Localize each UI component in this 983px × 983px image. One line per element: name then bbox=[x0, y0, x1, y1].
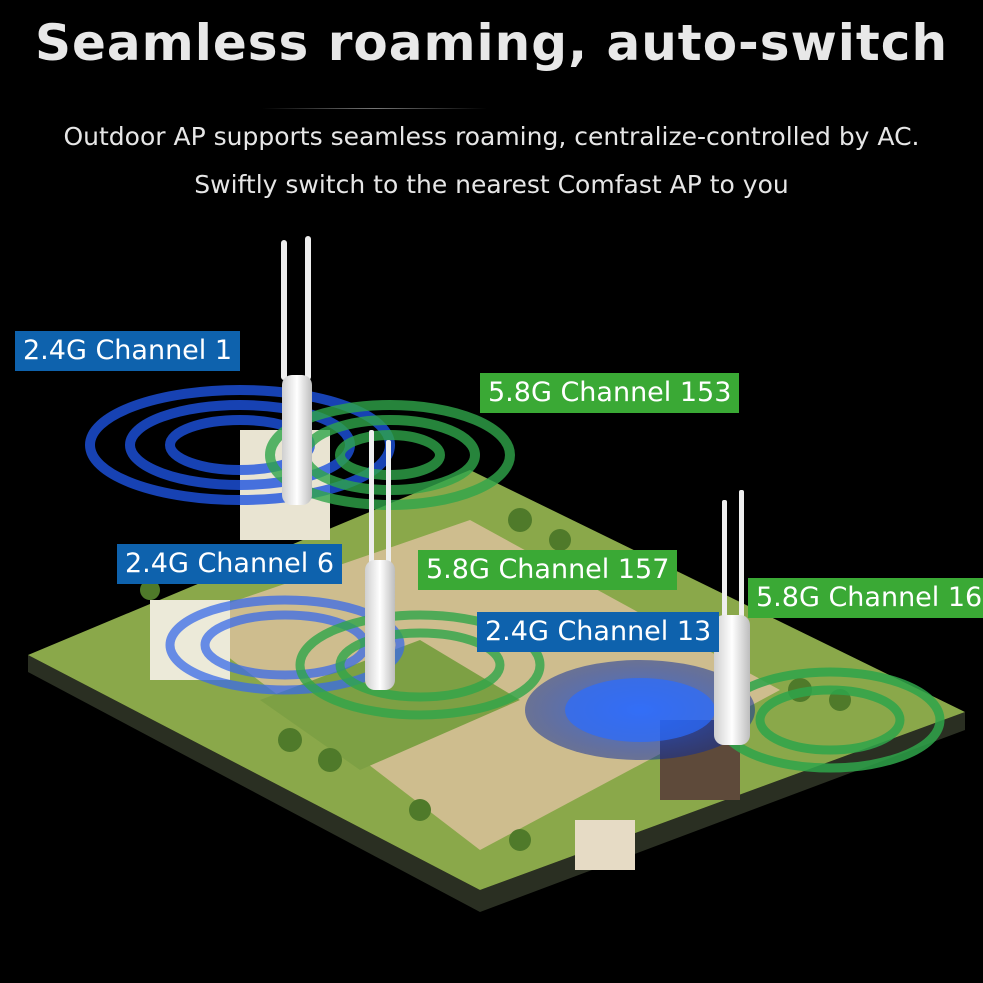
title-divider bbox=[262, 108, 487, 109]
channel-label-5-8g-ch161: 5.8G Channel 161 bbox=[748, 578, 983, 618]
subtitle-line-1: Outdoor AP supports seamless roaming, ce… bbox=[63, 122, 920, 151]
channel-label-2-4g-ch13: 2.4G Channel 13 bbox=[477, 612, 720, 652]
access-point-device-2 bbox=[365, 430, 395, 690]
channel-label-2-4g-ch1: 2.4G Channel 1 bbox=[15, 331, 241, 371]
channel-label-5-8g-ch153: 5.8G Channel 153 bbox=[480, 373, 740, 413]
subtitle-line-2: Swiftly switch to the nearest Comfast AP… bbox=[194, 170, 789, 199]
access-point-device-3 bbox=[714, 490, 750, 745]
signal-rings-ap3 bbox=[525, 660, 945, 773]
access-point-device-1 bbox=[281, 236, 312, 505]
map-base-edge bbox=[28, 655, 965, 912]
building bbox=[575, 820, 635, 870]
channel-label-5-8g-ch157: 5.8G Channel 157 bbox=[418, 550, 678, 590]
channel-label-2-4g-ch6: 2.4G Channel 6 bbox=[117, 544, 343, 584]
page-title: Seamless roaming, auto-switch bbox=[34, 14, 949, 72]
map-park bbox=[260, 640, 520, 770]
